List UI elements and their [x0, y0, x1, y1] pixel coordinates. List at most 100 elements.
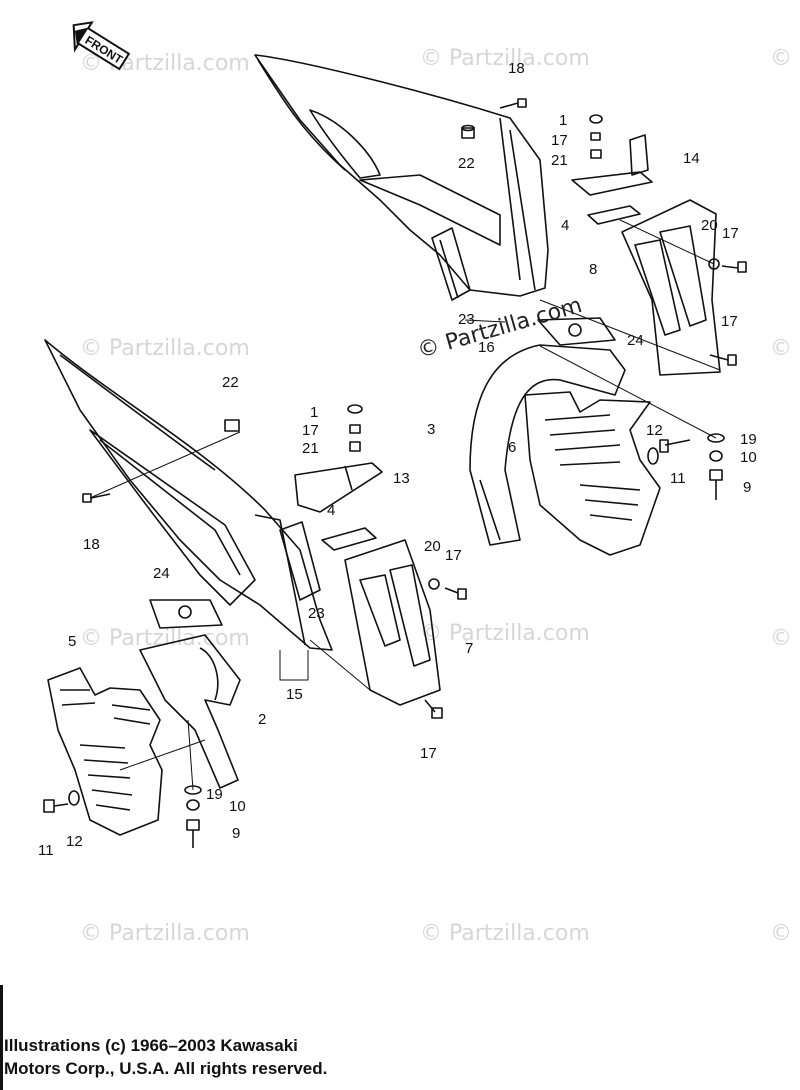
callout-17: 17 — [420, 745, 437, 762]
callout-14: 14 — [683, 150, 700, 167]
watermark: © Partzilla.com — [420, 921, 590, 946]
callout-3: 3 — [427, 421, 435, 438]
grommet-icon — [461, 124, 475, 139]
copyright-line: Illustrations (c) 1966–2003 Kawasaki — [4, 1036, 298, 1055]
callout-21: 21 — [551, 152, 568, 169]
washer-icon — [707, 433, 725, 443]
plate — [321, 527, 377, 551]
footboard — [47, 667, 163, 836]
callout-10: 10 — [229, 798, 246, 815]
frame-bracket — [469, 344, 626, 546]
watermark-layer: © Partzilla.com © Partzilla.com © Partzi… — [80, 46, 800, 946]
washer-icon — [68, 790, 80, 806]
callout-8: 8 — [589, 261, 597, 278]
bolt-icon — [659, 439, 691, 453]
callout-7: 7 — [465, 640, 473, 657]
callout-17: 17 — [445, 547, 462, 564]
callout-9: 9 — [743, 479, 751, 496]
bolt-icon — [499, 98, 527, 109]
collar-icon — [590, 149, 602, 159]
callout-9: 9 — [232, 825, 240, 842]
callout-18: 18 — [508, 60, 525, 77]
callout-13: 13 — [393, 470, 410, 487]
copyright-line: Motors Corp., U.S.A. All rights reserved… — [4, 1059, 328, 1078]
bolt-icon — [709, 469, 723, 500]
bracket — [571, 134, 653, 196]
bolt-icon — [349, 424, 361, 434]
side-cover-upper — [254, 54, 549, 297]
callouts: 18 22 1 17 21 14 4 20 17 8 17 23 16 24 3… — [38, 60, 757, 859]
frame-bracket — [139, 634, 241, 789]
callout-4: 4 — [561, 217, 569, 234]
callout-11: 11 — [670, 470, 686, 487]
footboard — [524, 391, 661, 556]
watermark: © Partzilla.com — [80, 626, 250, 651]
watermark: © Partzilla.com — [80, 336, 250, 361]
watermark: © Partzilla.com — [770, 336, 800, 361]
callout-15: 15 — [286, 686, 303, 703]
callout-6: 6 — [508, 439, 516, 456]
cap-nut-icon — [589, 114, 603, 124]
callout-22: 22 — [222, 374, 239, 391]
washer-icon — [428, 578, 440, 590]
callout-11: 11 — [38, 842, 54, 859]
bolt-icon — [186, 819, 200, 848]
plate — [537, 317, 616, 346]
washer-icon — [708, 258, 720, 270]
side-cover-lower — [44, 339, 333, 651]
watermark: © Partzilla.com — [420, 621, 590, 646]
nut-icon — [709, 450, 723, 462]
callout-16: 16 — [478, 339, 495, 356]
grommet-strip — [431, 227, 471, 301]
watermark: © Partzilla.com — [770, 921, 800, 946]
callout-18: 18 — [83, 536, 100, 553]
lower-assembly — [43, 339, 467, 848]
margin-rule — [0, 985, 3, 1090]
callout-19: 19 — [740, 431, 757, 448]
grommet-strip — [279, 521, 321, 601]
callout-12: 12 — [66, 833, 83, 850]
callout-24: 24 — [153, 565, 170, 582]
bolt-icon — [43, 799, 69, 813]
callout-20: 20 — [424, 538, 441, 555]
callout-24: 24 — [627, 332, 644, 349]
callout-17: 17 — [721, 313, 738, 330]
callout-17: 17 — [722, 225, 739, 242]
callout-23: 23 — [308, 605, 325, 622]
upper-assembly — [254, 54, 747, 556]
bolt-icon — [709, 354, 737, 366]
callout-21: 21 — [302, 440, 319, 457]
bolt-icon — [590, 132, 601, 141]
callout-20: 20 — [701, 217, 718, 234]
grommet-icon — [224, 419, 240, 432]
callout-23: 23 — [458, 311, 475, 328]
plate — [149, 599, 223, 629]
callout-12: 12 — [646, 422, 663, 439]
callout-2: 2 — [258, 711, 266, 728]
callout-1: 1 — [310, 404, 318, 421]
bracket — [294, 462, 383, 513]
footboard — [621, 199, 721, 376]
bolt-icon — [721, 261, 747, 273]
copyright-notice: Illustrations (c) 1966–2003 Kawasaki Mot… — [4, 1034, 424, 1080]
callout-10: 10 — [740, 449, 757, 466]
bolt-icon — [424, 699, 443, 719]
washer-icon — [647, 447, 659, 465]
collar-icon — [349, 441, 361, 452]
callout-19: 19 — [206, 786, 223, 803]
callout-17: 17 — [551, 132, 568, 149]
nut-icon — [186, 799, 200, 811]
watermark: © Partzilla.com — [770, 626, 800, 651]
watermark: © Partzilla.com — [770, 46, 800, 71]
callout-4: 4 — [327, 502, 335, 519]
bolt-icon — [444, 587, 467, 600]
callout-1: 1 — [559, 112, 567, 129]
watermark-prominent: © Partzilla.com — [415, 293, 585, 364]
callout-22: 22 — [458, 155, 475, 172]
callout-5: 5 — [68, 633, 76, 650]
plate — [587, 205, 641, 225]
watermark: © Partzilla.com — [420, 46, 590, 71]
watermark: © Partzilla.com — [80, 921, 250, 946]
cap-nut-icon — [347, 404, 363, 414]
